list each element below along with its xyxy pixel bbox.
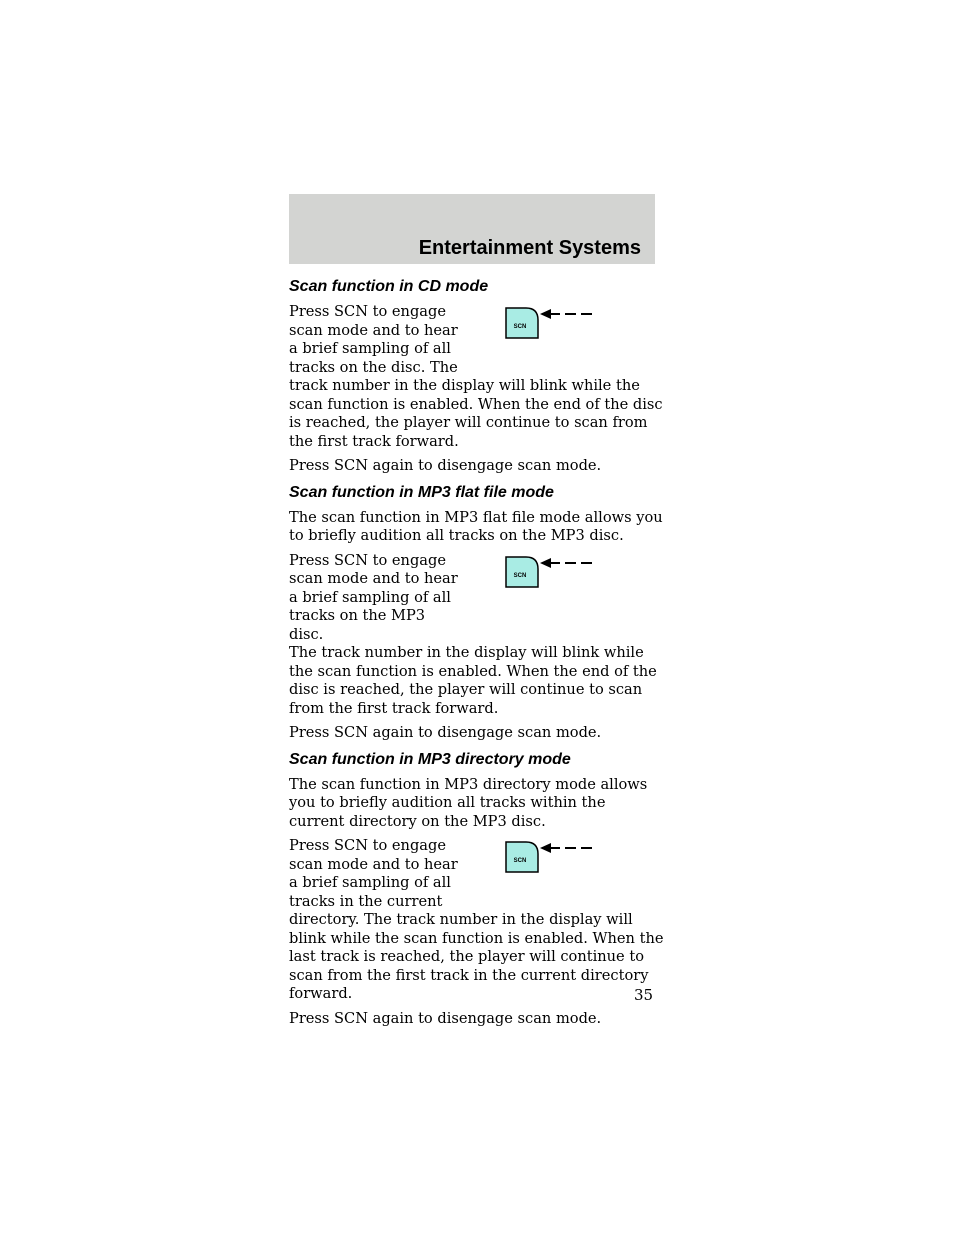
scn-button-icon (505, 555, 539, 588)
arrow-icon (540, 309, 551, 319)
instruction-block: Press SCN to engage scan mode and to hea… (289, 837, 665, 1004)
section-cd-mode: Scan function in CD mode Press SCN to en… (289, 278, 665, 476)
text-line: a brief sampling of all (289, 340, 451, 357)
text-line: Press SCN to engage (289, 551, 446, 569)
instruction-block: Press SCN to engage scan mode and to hea… (289, 303, 665, 451)
text-line: tracks on the MP3 disc. (289, 607, 426, 643)
scn-button-illustration: SCN (505, 841, 592, 873)
section-mp3-flat-file-mode: Scan function in MP3 flat file mode The … (289, 484, 665, 743)
paragraph: track number in the display will blink w… (289, 377, 663, 450)
scn-button-label: SCN (514, 324, 527, 330)
section-mp3-directory-mode: Scan function in MP3 directory mode The … (289, 751, 665, 1029)
section-heading: Scan function in CD mode (289, 278, 489, 295)
page-content: Scan function in CD mode Press SCN to en… (289, 278, 665, 1036)
scn-button-label: SCN (514, 573, 527, 579)
scn-button-illustration: SCN (505, 307, 592, 339)
paragraph: The track number in the display will bli… (289, 644, 657, 717)
section-heading: Scan function in MP3 directory mode (289, 750, 571, 768)
page-title: Entertainment Systems (418, 237, 641, 259)
scn-button-icon (505, 841, 539, 873)
text-line: tracks on the disc. The (289, 358, 458, 376)
paragraph: Press SCN again to disengage scan mode. (289, 724, 602, 741)
section-heading: Scan function in MP3 flat file mode (289, 483, 554, 501)
paragraph: Press SCN again to disengage scan mode. (289, 1009, 602, 1027)
text-line: tracks in the current (289, 892, 443, 910)
scn-button-illustration: SCN (505, 555, 592, 588)
text-line: a brief sampling of all (289, 588, 451, 606)
paragraph: Press SCN again to disengage scan mode. (289, 457, 602, 474)
text-line: scan mode and to hear (289, 855, 458, 873)
text-line: scan mode and to hear (289, 321, 458, 339)
paragraph: The scan function in MP3 flat file mode … (289, 508, 663, 545)
page-number: 35 (634, 986, 654, 1004)
scn-button-icon (505, 307, 539, 339)
paragraph: The scan function in MP3 directory mode … (289, 775, 648, 830)
paragraph: directory. The track number in the displ… (289, 911, 664, 1002)
arrow-icon (540, 843, 551, 853)
header-band: Entertainment Systems (289, 194, 655, 264)
instruction-block: Press SCN to engage scan mode and to hea… (289, 552, 665, 719)
text-line: Press SCN to engage (289, 303, 446, 320)
text-line: scan mode and to hear (289, 570, 458, 587)
text-line: Press SCN to engage (289, 837, 446, 854)
text-line: a brief sampling of all (289, 874, 451, 891)
arrow-icon (540, 557, 551, 568)
scn-button-label: SCN (514, 858, 527, 864)
